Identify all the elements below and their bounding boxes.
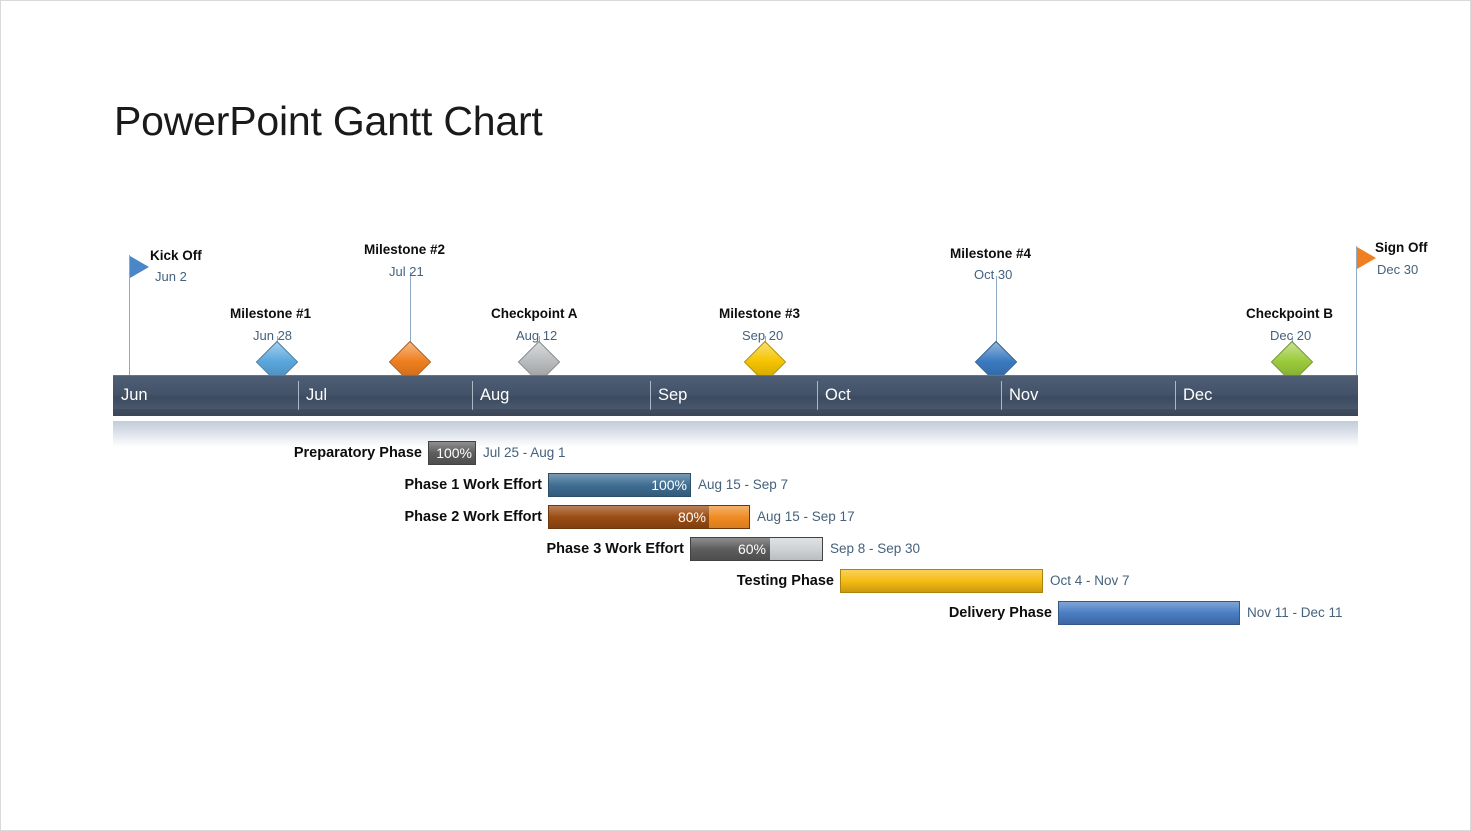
task-bar-progress: [1059, 602, 1239, 624]
milestone-date-milestone-2: Jul 21: [389, 264, 424, 279]
milestone-pole-kick-off: [129, 255, 130, 376]
task-label-preparatory-phase: Preparatory Phase: [293, 445, 422, 461]
task-bar-preparatory-phase[interactable]: [428, 441, 476, 465]
milestone-date-checkpoint-b: Dec 20: [1270, 328, 1312, 343]
task-dates-testing-phase: Oct 4 - Nov 7: [1050, 573, 1130, 588]
milestone-date-milestone-1: Jun 28: [253, 328, 293, 343]
task-bar-progress: [549, 506, 709, 528]
flag-icon-kick-off: [130, 256, 149, 278]
flag-icon-sign-off: [1357, 247, 1376, 269]
axis-reflection-band: [113, 421, 1358, 447]
task-bar-phase-3-work-effort[interactable]: [690, 537, 823, 561]
milestone-date-milestone-3: Sep 20: [742, 328, 784, 343]
axis-month-aug: Aug: [480, 386, 510, 404]
axis-divider: [298, 381, 299, 410]
axis-month-oct: Oct: [825, 386, 851, 404]
milestone-label-milestone-3: Milestone #3: [719, 306, 801, 321]
timeline-axis-bar: Jun Jul Aug Sep Oct Nov Dec: [113, 375, 1358, 416]
milestone-label-milestone-1: Milestone #1: [230, 306, 312, 321]
task-bar-progress: [691, 538, 770, 560]
task-dates-phase-3-work-effort: Sep 8 - Sep 30: [830, 541, 921, 556]
milestone-pole-sign-off: [1356, 246, 1357, 376]
axis-month-nov: Nov: [1009, 386, 1039, 404]
milestone-label-milestone-4: Milestone #4: [950, 246, 1032, 261]
task-dates-phase-1-work-effort: Aug 15 - Sep 7: [698, 477, 789, 492]
page-title: PowerPoint Gantt Chart: [114, 98, 543, 144]
task-percent-phase-2-work-effort: 80%: [677, 509, 706, 525]
task-label-phase-3-work-effort: Phase 3 Work Effort: [546, 541, 684, 557]
milestone-date-checkpoint-a: Aug 12: [516, 328, 558, 343]
milestone-label-sign-off: Sign Off: [1375, 240, 1428, 255]
axis-month-jun: Jun: [121, 386, 148, 404]
milestone-pole-milestone-4: [996, 276, 997, 357]
task-row-phase-3-work-effort: Phase 3 Work Effort 60% Sep 8 - Sep 30: [0, 537, 1471, 561]
task-bar-progress: [429, 442, 475, 464]
task-row-testing-phase: Testing Phase Oct 4 - Nov 7: [0, 569, 1471, 593]
task-label-phase-2-work-effort: Phase 2 Work Effort: [404, 509, 542, 525]
task-dates-phase-2-work-effort: Aug 15 - Sep 17: [757, 509, 855, 524]
axis-month-sep: Sep: [658, 386, 688, 404]
task-bar-delivery-phase[interactable]: [1058, 601, 1240, 625]
task-percent-phase-3-work-effort: 60%: [737, 541, 766, 557]
milestone-label-checkpoint-a: Checkpoint A: [491, 306, 578, 321]
task-row-preparatory-phase: Preparatory Phase 100% Jul 25 - Aug 1: [0, 441, 1471, 465]
task-label-testing-phase: Testing Phase: [736, 573, 834, 589]
task-dates-preparatory-phase: Jul 25 - Aug 1: [483, 445, 566, 460]
milestone-pole-milestone-2: [410, 272, 411, 357]
task-bar-phase-1-work-effort[interactable]: [548, 473, 691, 497]
axis-divider: [817, 381, 818, 410]
task-label-delivery-phase: Delivery Phase: [948, 605, 1052, 621]
task-row-delivery-phase: Delivery Phase Nov 11 - Dec 11: [0, 601, 1471, 625]
milestone-date-kick-off: Jun 2: [155, 269, 187, 284]
task-row-phase-2-work-effort: Phase 2 Work Effort 80% Aug 15 - Sep 17: [0, 505, 1471, 529]
milestone-label-kick-off: Kick Off: [150, 248, 202, 263]
task-bar-progress: [841, 570, 1042, 592]
task-percent-preparatory-phase: 100%: [436, 445, 472, 461]
milestone-date-sign-off: Dec 30: [1377, 262, 1419, 277]
milestone-label-checkpoint-b: Checkpoint B: [1246, 306, 1334, 321]
milestone-date-milestone-4: Oct 30: [974, 267, 1013, 282]
task-percent-phase-1-work-effort: 100%: [651, 477, 687, 493]
axis-divider: [1001, 381, 1002, 410]
axis-divider: [472, 381, 473, 410]
task-row-phase-1-work-effort: Phase 1 Work Effort 100% Aug 15 - Sep 7: [0, 473, 1471, 497]
axis-month-dec: Dec: [1183, 386, 1213, 404]
task-dates-delivery-phase: Nov 11 - Dec 11: [1247, 605, 1343, 620]
task-bar-testing-phase[interactable]: [840, 569, 1043, 593]
task-bar-phase-2-work-effort[interactable]: [548, 505, 750, 529]
axis-divider: [1175, 381, 1176, 410]
milestone-label-milestone-2: Milestone #2: [364, 242, 446, 257]
task-bar-progress: [549, 474, 690, 496]
task-label-phase-1-work-effort: Phase 1 Work Effort: [404, 477, 542, 493]
axis-month-jul: Jul: [306, 386, 328, 404]
axis-divider: [650, 381, 651, 410]
